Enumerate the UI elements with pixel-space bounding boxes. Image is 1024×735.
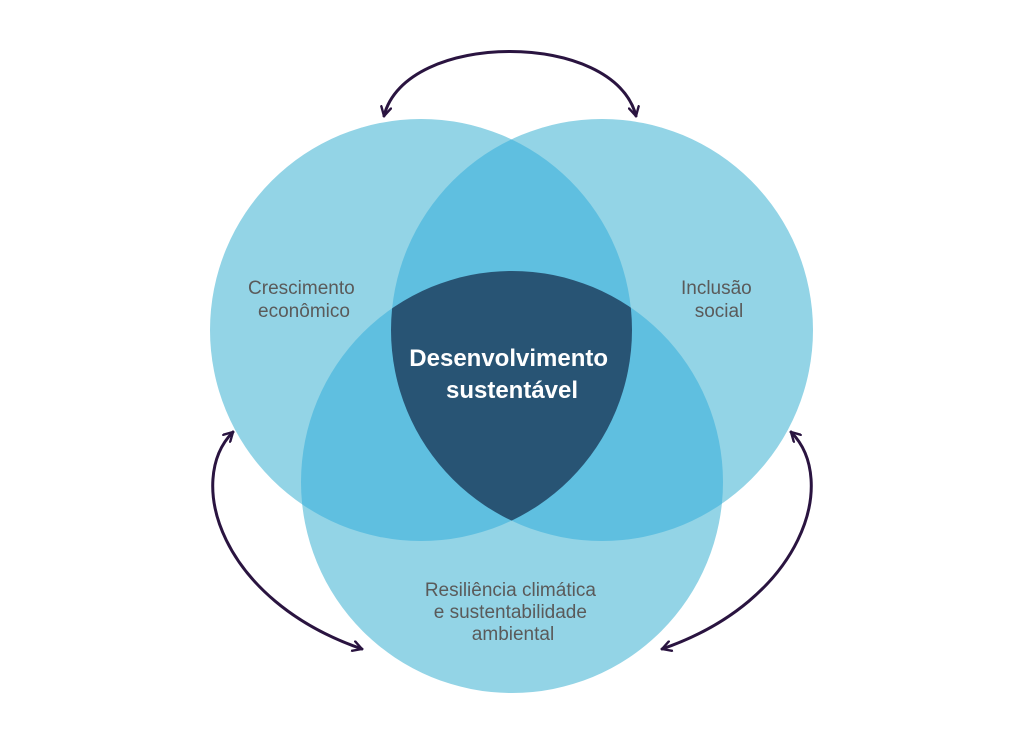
label-sustainable-development-line-2: sustentável [446, 377, 578, 404]
label-sustainable-development-line-1: Desenvolvimento [409, 345, 608, 372]
overlap-center [391, 271, 632, 541]
label-economic-growth-line-1: Crescimento [248, 278, 355, 299]
label-climate-resilience-line-2: e sustentabilidade [434, 602, 587, 623]
label-sustainable-development: Desenvolvimento sustentável [409, 345, 614, 404]
label-economic-growth-line-2: econômico [258, 301, 350, 322]
label-social-inclusion-line-2: social [695, 301, 744, 322]
label-social-inclusion: Inclusão social [681, 278, 757, 322]
label-social-inclusion-line-1: Inclusão [681, 278, 752, 299]
arrow-social-environmental [660, 430, 813, 649]
label-climate-resilience-line-1: Resiliência climática [425, 580, 596, 601]
arrow-economic-social [384, 50, 636, 118]
arrow-economic-environmental [211, 430, 364, 649]
label-climate-resilience: Resiliência climática e sustentabilidade… [425, 580, 601, 645]
label-economic-growth: Crescimento econômico [248, 278, 360, 322]
label-climate-resilience-line-3: ambiental [472, 624, 554, 645]
